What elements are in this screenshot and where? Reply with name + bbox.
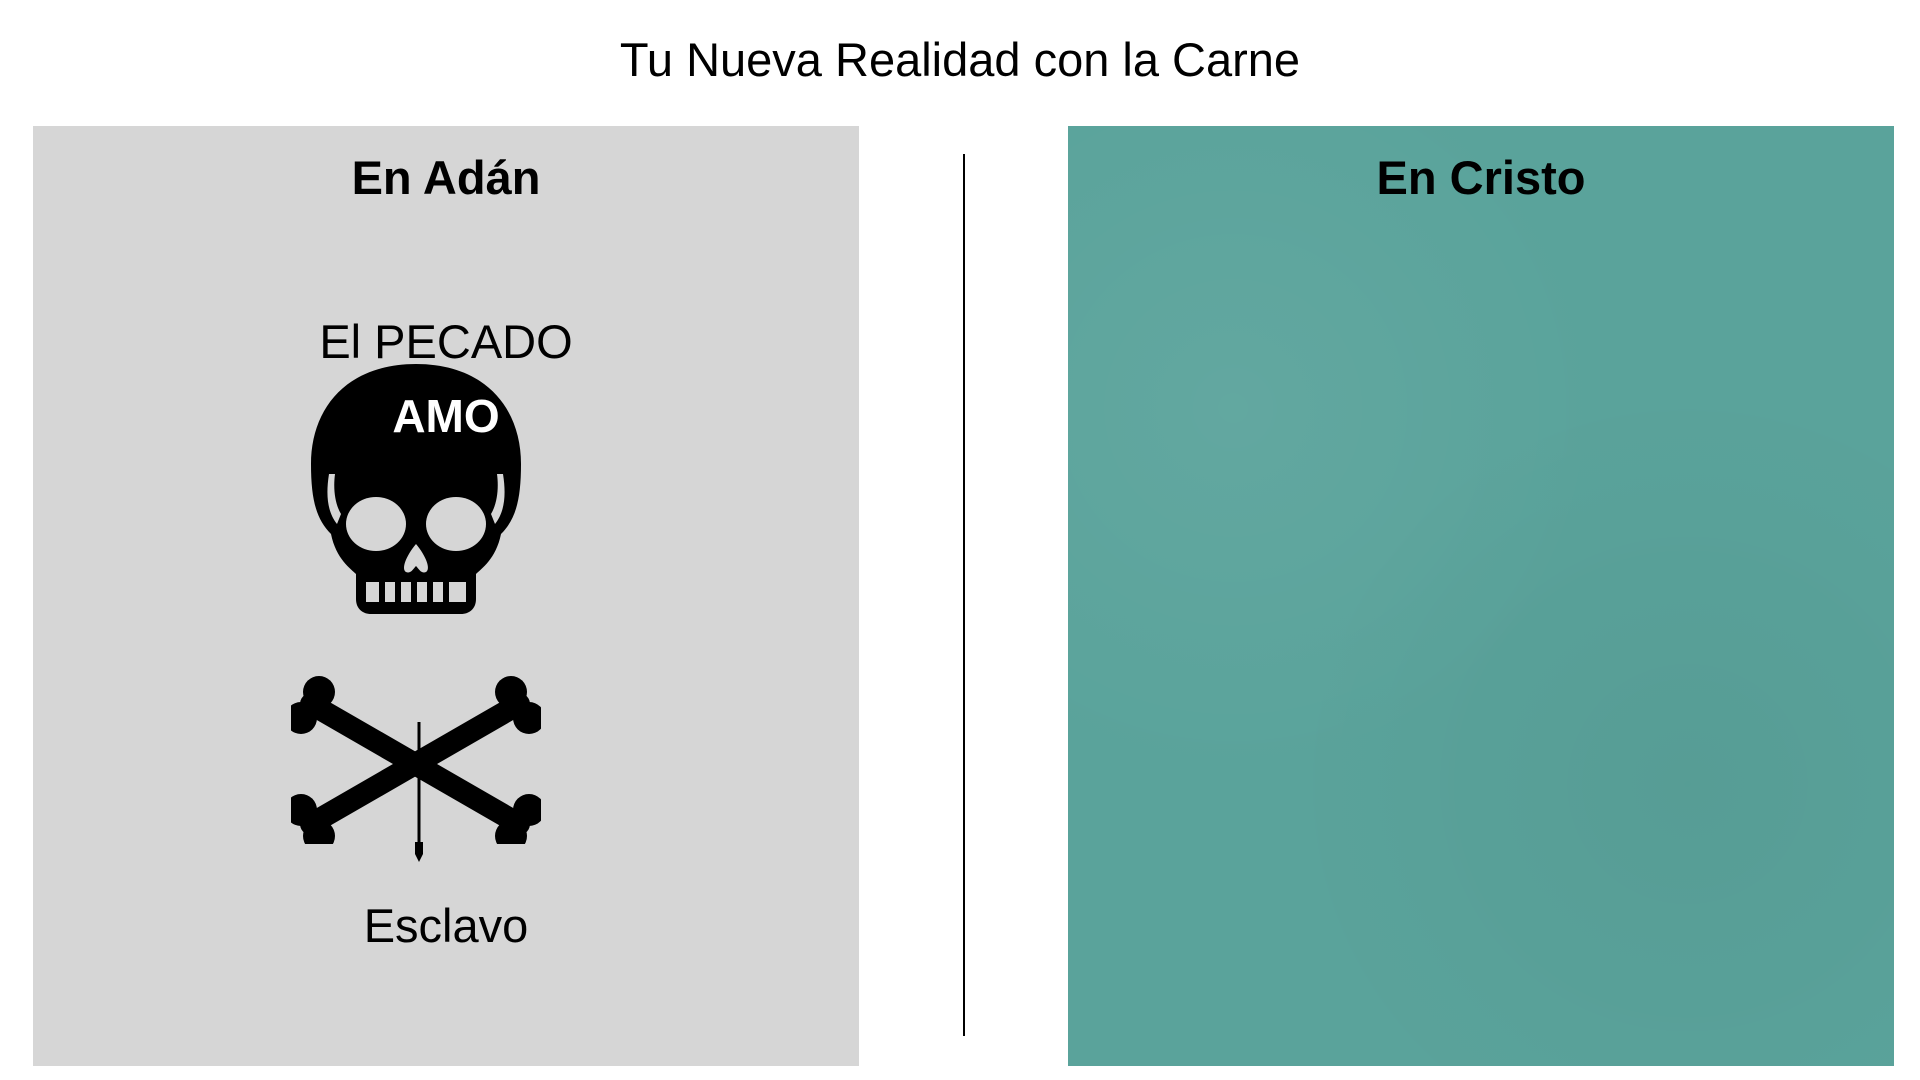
skull-crossbones-icon (291, 364, 541, 844)
panel-heading-en-cristo: En Cristo (1376, 151, 1586, 204)
slave-label: Esclavo (363, 899, 529, 952)
slide-title: Tu Nueva Realidad con la Carne (619, 33, 1301, 86)
center-divider (963, 154, 965, 1036)
master-label: AMO (392, 390, 500, 442)
sin-label: El PECADO (319, 315, 573, 368)
down-arrow-icon (409, 722, 429, 862)
panel-heading-en-adan: En Adán (351, 151, 541, 204)
panel-en-adan: En Adán El PECADO (33, 126, 859, 1066)
panel-en-cristo: En Cristo (1068, 126, 1894, 1066)
